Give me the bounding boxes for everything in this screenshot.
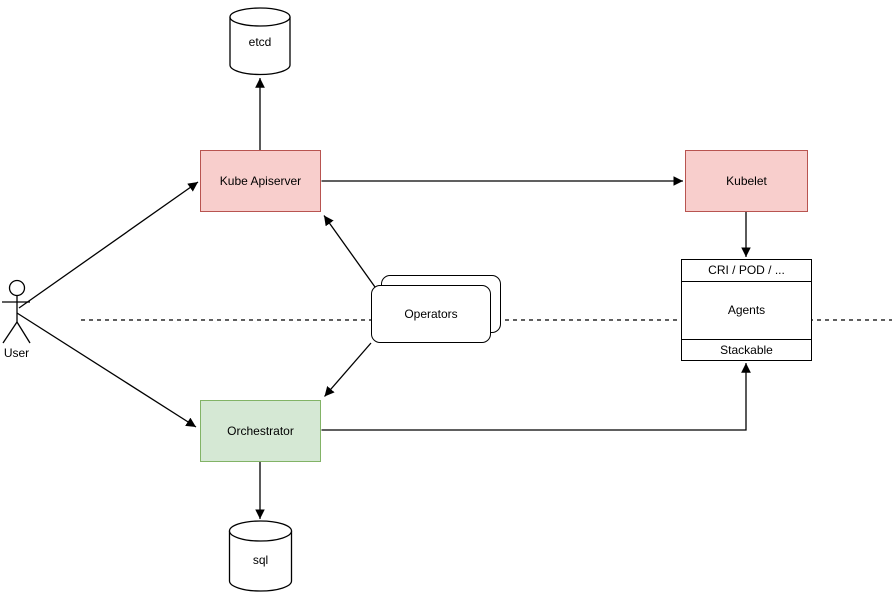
- edge-operators-to-orchestrator: [324, 342, 372, 397]
- node-orchestrator: Orchestrator: [200, 400, 321, 462]
- node-kube-apiserver: Kube Apiserver: [200, 150, 321, 212]
- node-operators: Operators: [371, 285, 491, 343]
- etcd-database-shape: [229, 7, 291, 76]
- node-kubelet: Kubelet: [685, 150, 808, 212]
- sql-label: sql: [252, 553, 269, 567]
- user-actor-shape: [2, 279, 31, 344]
- agents-stack-header: CRI / POD / ...: [682, 260, 811, 282]
- etcd-label: etcd: [248, 35, 272, 49]
- edge-user-to-apiserver: [18, 181, 199, 309]
- user-label: User: [3, 346, 30, 360]
- sql-database-shape: [228, 520, 293, 592]
- agents-stack-body: Agents: [727, 303, 766, 318]
- edge-operators-to-apiserver: [323, 215, 376, 288]
- edge-orchestrator-to-stackable: [321, 363, 751, 431]
- node-agents-stack: CRI / POD / ... Agents Stackable: [681, 259, 812, 361]
- agents-stack-footer: Stackable: [682, 339, 811, 360]
- edge-user-to-orchestrator: [16, 312, 197, 428]
